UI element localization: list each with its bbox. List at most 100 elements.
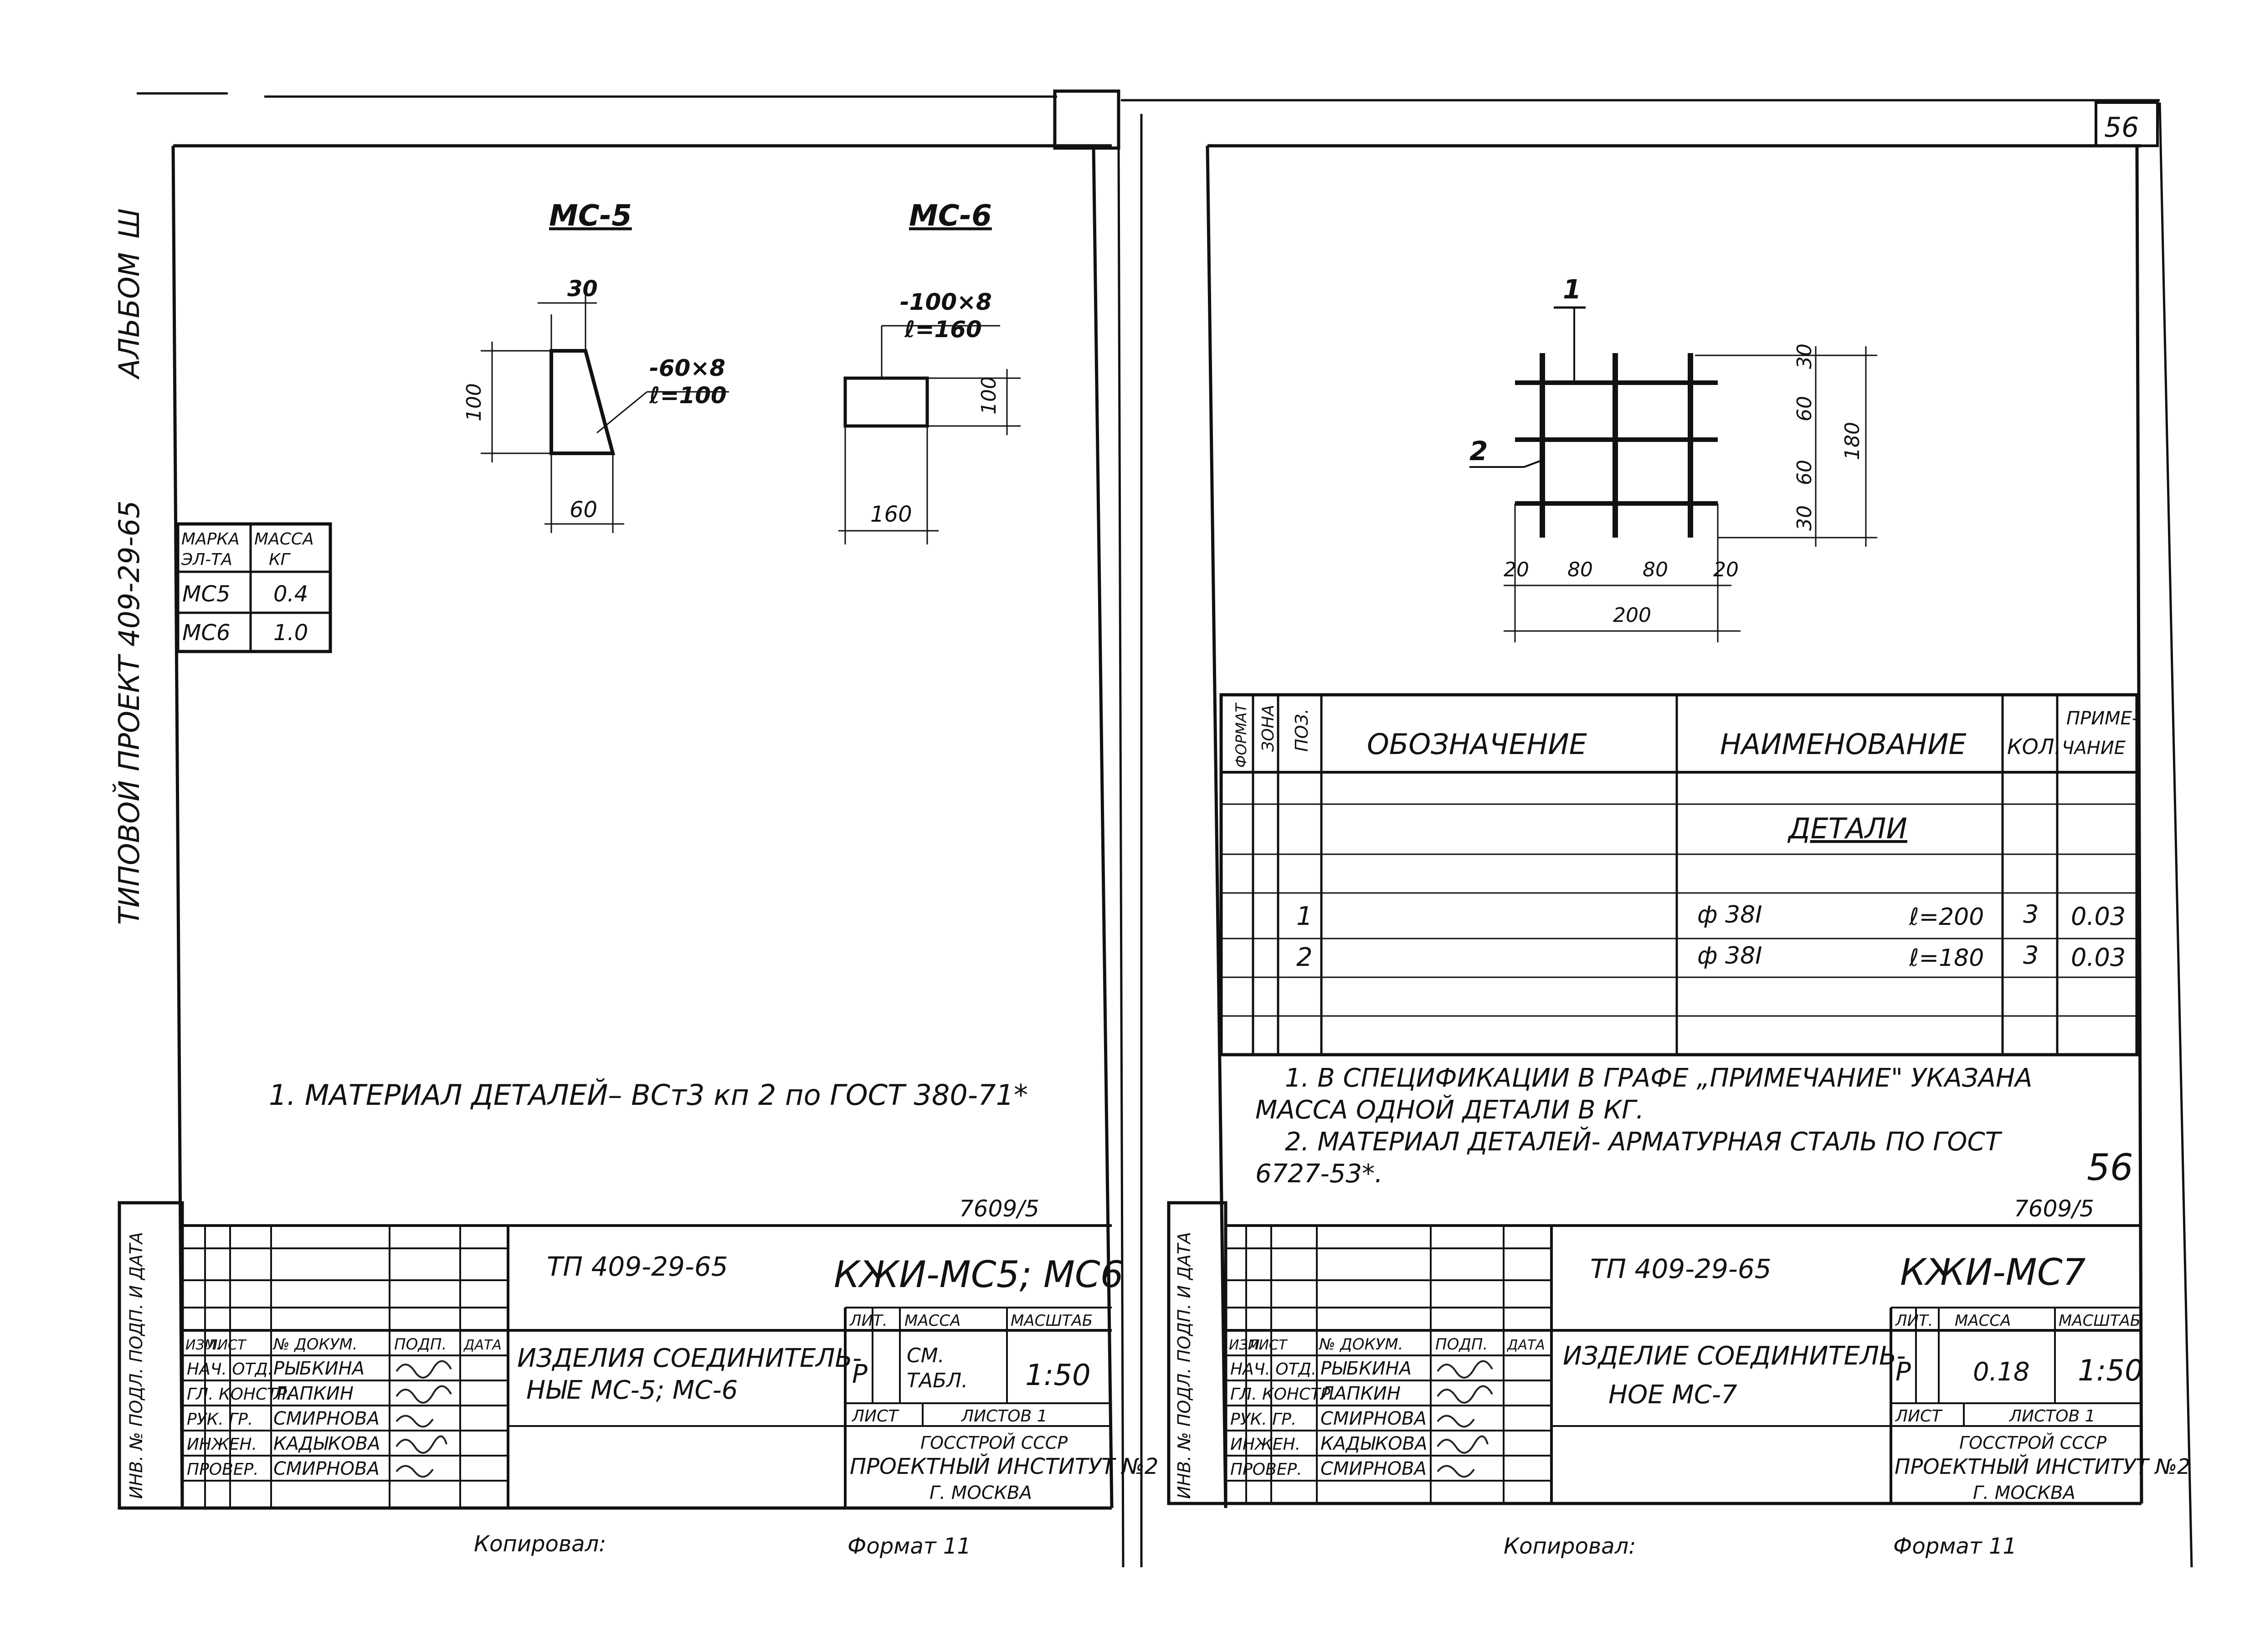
left-mass-value: СМ.ТАБЛ. [907, 1344, 968, 1392]
mass-table-row-mass: 1.0 [273, 620, 308, 646]
mass-table-row-mark: МС5 [182, 581, 230, 607]
pos-1-label: 1 [1563, 274, 1581, 305]
pos-2-label: 2 [1469, 436, 1488, 467]
spec-row-qty: 3 [2023, 941, 2039, 970]
part-mc5-dim-bottom: 60 [570, 497, 597, 523]
left-org-1: ГОССТРОЙ СССР [920, 1433, 1068, 1453]
right-tb-person: СМИРНОВА [1320, 1408, 1427, 1429]
left-tb-role: НАЧ. ОТД. [187, 1360, 273, 1379]
left-tb-hdr-4: ДАТА [463, 1337, 502, 1353]
dim-v-total: 180 [1841, 422, 1864, 460]
right-tb-hdr-4: ДАТА [1506, 1337, 1545, 1353]
spec-row-pos: 2 [1296, 943, 1313, 972]
left-tb-hdr-2: № ДОКУМ. [272, 1335, 358, 1354]
left-sheet-label: ЛИСТ [851, 1407, 899, 1426]
spec-hdr-format: ФОРМАТ [1233, 702, 1250, 768]
right-tb-role: ГЛ. КОНСТР. [1230, 1385, 1335, 1404]
spec-section-title: ДЕТАЛИ [1787, 812, 1907, 845]
mass-table-row-mark: МС6 [182, 620, 230, 646]
right-note-line: 6727-53*. [1255, 1159, 1383, 1189]
left-tb-person: СМИРНОВА [273, 1458, 380, 1479]
mass-table [176, 522, 332, 653]
left-tb-hdr-0: ИЗМ. [185, 1337, 221, 1353]
right-tb-person: КАДЫКОВА [1320, 1433, 1427, 1454]
part-mc5-dim-top: 30 [567, 276, 598, 302]
right-tb-role: ИНЖЕН. [1230, 1435, 1300, 1454]
spec-table-lines [1219, 693, 2139, 1057]
right-tb-hdr-0: ИЗМ. [1229, 1337, 1264, 1353]
left-stamp-side: ИНВ. № ПОДЛ. ПОДП. И ДАТА [126, 1232, 146, 1499]
right-tb-person: СМИРНОВА [1320, 1458, 1427, 1479]
part-mc5-dim-side: 100 [462, 383, 486, 421]
part-mc5-spec2: ℓ=100 [649, 382, 727, 409]
spec-row-note: 0.03 [2071, 902, 2126, 931]
spec-hdr-pos: ПОЗ. [1292, 708, 1312, 752]
left-tb-role: ГЛ. КОНСТР. [187, 1385, 292, 1404]
right-sheet-label: ЛИСТ [1895, 1407, 1943, 1426]
spec-row-length: ℓ=180 [1909, 944, 1984, 972]
left-tb-role: РУК. ГР. [187, 1410, 253, 1429]
left-drawing-code: КЖИ-МС5; МС6 [834, 1253, 1124, 1296]
spec-row-name: ф 38I [1697, 901, 1762, 929]
right-org-1: ГОССТРОЙ СССР [1959, 1433, 2106, 1453]
left-format: Формат 11 [847, 1534, 971, 1559]
spec-hdr-qty: КОЛ. [2007, 734, 2061, 759]
left-org-2: ПРОЕКТНЫЙ ИНСТИТУТ №2 [850, 1453, 1158, 1479]
left-tb-person: КАДЫКОВА [273, 1433, 380, 1454]
right-sheet-frame [1169, 102, 2193, 1568]
left-copied: Копировал: [474, 1531, 606, 1557]
dim-v-0: 30 [1793, 344, 1816, 369]
right-signature-scribbles [1437, 1360, 1493, 1478]
right-org-2: ПРОЕКТНЫЙ ИНСТИТУТ №2 [1895, 1454, 2190, 1479]
dim-v-3: 30 [1793, 505, 1816, 531]
right-tb-person: ЛАПКИН [1320, 1383, 1401, 1404]
part-mc6-title: МС-6 [909, 199, 992, 233]
right-page-no: 56 [2087, 1146, 2133, 1189]
right-scale-label: МАСШТАБ [2059, 1312, 2141, 1330]
dim-v-1: 60 [1793, 396, 1816, 421]
right-tb-hdr-2: № ДОКУМ. [1318, 1335, 1403, 1354]
part-mc6-drawing [838, 325, 1021, 544]
left-mass-label: МАССА [904, 1312, 960, 1330]
spec-hdr-designation: ОБОЗНАЧЕНИЕ [1367, 728, 1587, 761]
spec-hdr-zone: ЗОНА [1259, 705, 1278, 752]
dim-h-3: 20 [1713, 558, 1739, 581]
spec-row-note: 0.03 [2071, 943, 2126, 972]
left-title-block-lines [118, 1201, 1112, 1510]
right-title-block-lines [1167, 1201, 2142, 1505]
spec-hdr-note: ПРИМЕ-ЧАНИЕ [2062, 708, 2138, 759]
dim-h-2: 80 [1643, 558, 1668, 581]
right-note-line: МАССА ОДНОЙ ДЕТАЛИ В КГ. [1255, 1095, 1644, 1125]
right-copied: Копировал: [1504, 1534, 1636, 1559]
right-org-3: Г. МОСКВА [1973, 1483, 2075, 1503]
dim-h-total: 200 [1613, 604, 1651, 627]
spec-row-name: ф 38I [1697, 942, 1762, 970]
right-mass-value: 0.18 [1973, 1357, 2030, 1387]
dim-h-1: 80 [1567, 558, 1593, 581]
right-format: Формат 11 [1893, 1534, 2017, 1559]
left-tb-person: РЫБКИНА [273, 1358, 365, 1379]
left-lit-label: ЛИТ. [849, 1312, 888, 1330]
spec-row-qty: 3 [2023, 900, 2039, 929]
left-project-code: ТП 409-29-65 [547, 1251, 728, 1282]
right-note-line: 1. В СПЕЦИФИКАЦИИ В ГРАФЕ „ПРИМЕЧАНИЕ" У… [1285, 1063, 2032, 1093]
part-mc5-title: МС-5 [549, 199, 632, 233]
page-number: 56 [2104, 112, 2139, 144]
right-scale-value: 1:50 [2078, 1354, 2143, 1388]
left-tb-person: СМИРНОВА [273, 1408, 380, 1429]
left-product-name: ИЗДЕЛИЯ СОЕДИНИТЕЛЬ-НЫЕ МС-5; МС-6 [517, 1344, 862, 1405]
part-mc5-spec1: -60×8 [649, 355, 725, 381]
right-product-name-2: НОЕ МС-7 [1608, 1380, 1737, 1410]
project-label: ТИПОВОЙ ПРОЕКТ 409-29-65 [112, 500, 146, 925]
right-note-line: 2. МАТЕРИАЛ ДЕТАЛЕЙ- АРМАТУРНАЯ СТАЛЬ ПО… [1285, 1127, 2003, 1157]
right-sheets-label: ЛИСТОВ 1 [2008, 1407, 2096, 1426]
right-tb-role: НАЧ. ОТД. [1230, 1360, 1316, 1379]
dim-v-2: 60 [1793, 460, 1816, 485]
left-lit-value: Р [852, 1360, 868, 1389]
left-note: 1. МАТЕРИАЛ ДЕТАЛЕЙ– ВСт3 кп 2 по ГОСТ 3… [269, 1078, 1028, 1112]
spec-hdr-name: НАИМЕНОВАНИЕ [1720, 728, 1967, 761]
left-sheets-label: ЛИСТОВ 1 [960, 1407, 1048, 1426]
right-tb-person: РЫБКИНА [1320, 1358, 1412, 1379]
